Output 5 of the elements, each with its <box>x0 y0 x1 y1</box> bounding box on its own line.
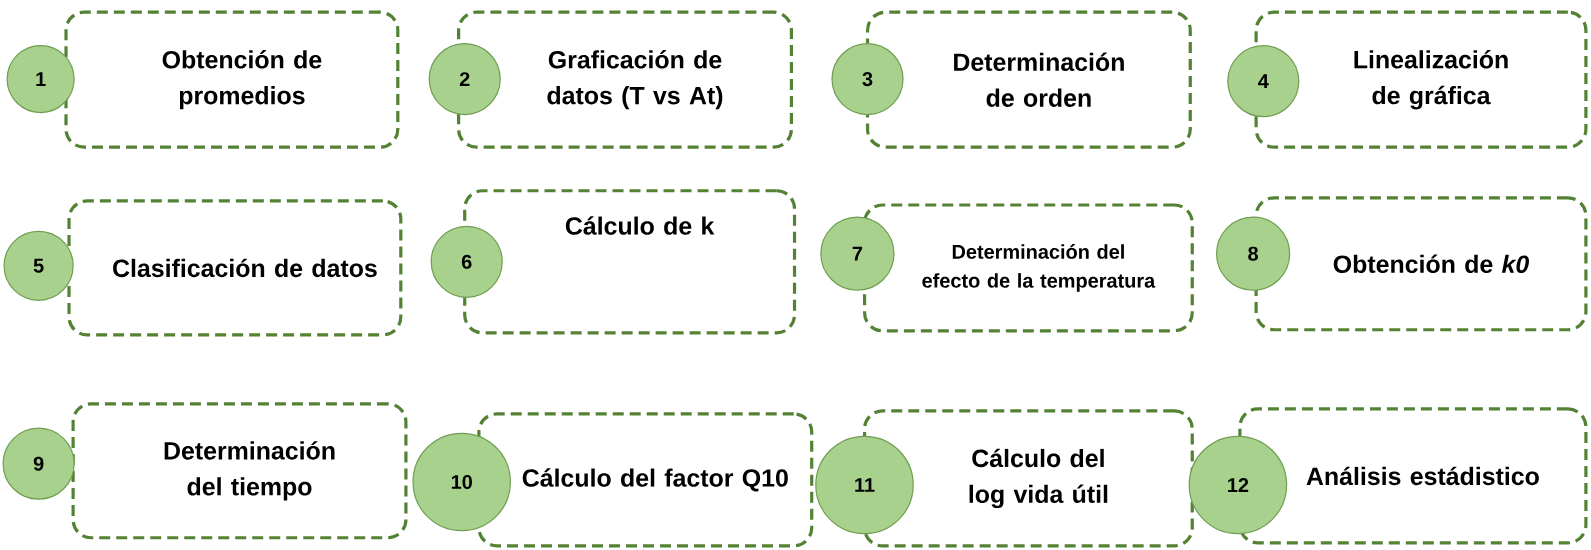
step-box: Determinación del efecto de la temperatura <box>862 203 1194 333</box>
step-box: Obtención de promedios <box>64 10 400 149</box>
step-box: Cálculo del factor Q10 <box>477 412 814 548</box>
step-box: Determinación del tiempo <box>71 402 408 540</box>
step-box: Clasificación de datos <box>67 199 403 337</box>
